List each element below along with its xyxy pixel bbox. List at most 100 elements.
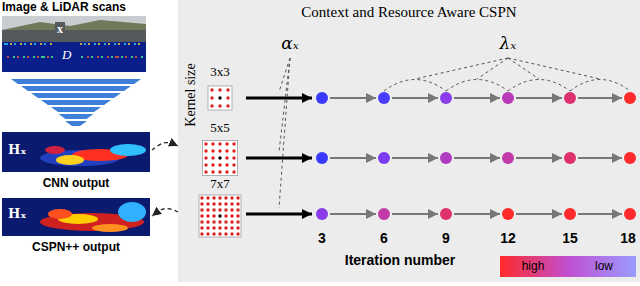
kernel-dot [236, 232, 239, 235]
figure-panel: CSPN++ output [0, 196, 152, 256]
pixel-state [316, 152, 328, 164]
photo-road [2, 30, 146, 42]
iteration-arrow [578, 213, 622, 215]
color-bar [500, 256, 636, 277]
kernel-dot [224, 202, 227, 205]
kernel-dot [225, 163, 228, 166]
kernel-dot [218, 214, 221, 217]
iteration-arrow [454, 97, 500, 99]
kernel-dot [206, 196, 209, 199]
iteration-arrow [392, 213, 438, 215]
kernel-dot [218, 208, 221, 211]
kernel-dot [210, 104, 213, 107]
kernel-dot [232, 156, 235, 159]
lidar-point [7, 56, 9, 58]
kernel-dot [232, 163, 235, 166]
lidar-point [50, 43, 52, 45]
kernel-dot [225, 170, 228, 173]
kernel-dot [230, 232, 233, 235]
lidar-point [24, 43, 26, 45]
iteration-arrow [330, 97, 376, 99]
kernel-dot [230, 214, 233, 217]
lidar-point [118, 43, 120, 45]
pixel-state [624, 208, 636, 220]
kernel-dot [236, 196, 239, 199]
kernel-dot [206, 208, 209, 211]
pixel-state [440, 92, 452, 104]
kernel-box: 5x5 [200, 121, 240, 177]
lidar-point [20, 43, 22, 45]
lidar-point [101, 56, 103, 58]
network-layer [21, 86, 131, 91]
lidar-point [104, 43, 106, 45]
lidar-point [124, 43, 126, 45]
kernel-dot [224, 232, 227, 235]
kernel-arrow [246, 213, 312, 216]
lambda-leader [508, 58, 539, 79]
kernel-dot [230, 208, 233, 211]
lidar-point [88, 43, 90, 45]
kernel-dot [218, 163, 221, 166]
network-layer [51, 107, 101, 112]
figure-panel: Image & LiDAR scans [0, 0, 148, 74]
depth-map [2, 42, 146, 72]
lidar-point [128, 43, 130, 45]
scale-label: low [595, 259, 613, 273]
lidar-point [17, 56, 19, 58]
kernel-dot [230, 196, 233, 199]
lidar-point [81, 56, 83, 58]
network-layer [31, 93, 121, 98]
kernel-dot [206, 220, 209, 223]
node-text: 3x3 [210, 65, 230, 80]
tick-label: 15 [562, 230, 578, 246]
lidar-point [30, 43, 32, 45]
iteration-arrow [578, 157, 622, 159]
kernel-dot [236, 214, 239, 217]
kernel-arrow [246, 157, 312, 160]
lidar-point [33, 56, 35, 58]
pixel-state [316, 208, 328, 220]
depth-blob [118, 202, 146, 222]
kernel-dot [211, 163, 214, 166]
kernel-dot [212, 202, 215, 205]
lidar-point [98, 43, 100, 45]
kernel-dot [211, 142, 214, 145]
lambda-arc [570, 80, 630, 92]
lidar-point [121, 56, 123, 58]
node-text: Image & LiDAR scans [2, 1, 126, 15]
lambda-arc [384, 80, 446, 92]
kernel-dot [230, 220, 233, 223]
kernel-dot [218, 226, 221, 229]
lidar-point [40, 43, 42, 45]
kernel-dot [211, 156, 214, 159]
kernel-dot [204, 156, 207, 159]
dashed-arrow [152, 209, 178, 216]
lambda-leader [508, 58, 600, 79]
point-marker: x [55, 22, 65, 37]
kernel-dot [224, 196, 227, 199]
kernel-dot [236, 202, 239, 205]
iteration-arrow [330, 213, 376, 215]
tick-label: 18 [620, 230, 636, 246]
kernel-grid [199, 195, 241, 237]
pixel-state [502, 152, 514, 164]
lidar-point [107, 56, 109, 58]
lidar-point [80, 43, 82, 45]
lidar-point [114, 43, 116, 45]
kernel-arrow [246, 97, 312, 100]
kernel-dot [236, 226, 239, 229]
node-text: Context and Resource Aware CSPN [301, 4, 516, 21]
kernel-dot [218, 104, 221, 107]
node-text: 7x7 [210, 177, 230, 192]
kernel-dot [212, 208, 215, 211]
node-text: CSPN++ output [32, 241, 120, 255]
iteration-arrow [392, 97, 438, 99]
node-text: CNN output [43, 177, 110, 191]
depth-blob [45, 146, 65, 154]
kernel-dot [200, 220, 203, 223]
kernel-dot [212, 196, 215, 199]
kernel-dot [224, 214, 227, 217]
kernel-dot [210, 96, 213, 99]
kernel-dot [224, 208, 227, 211]
